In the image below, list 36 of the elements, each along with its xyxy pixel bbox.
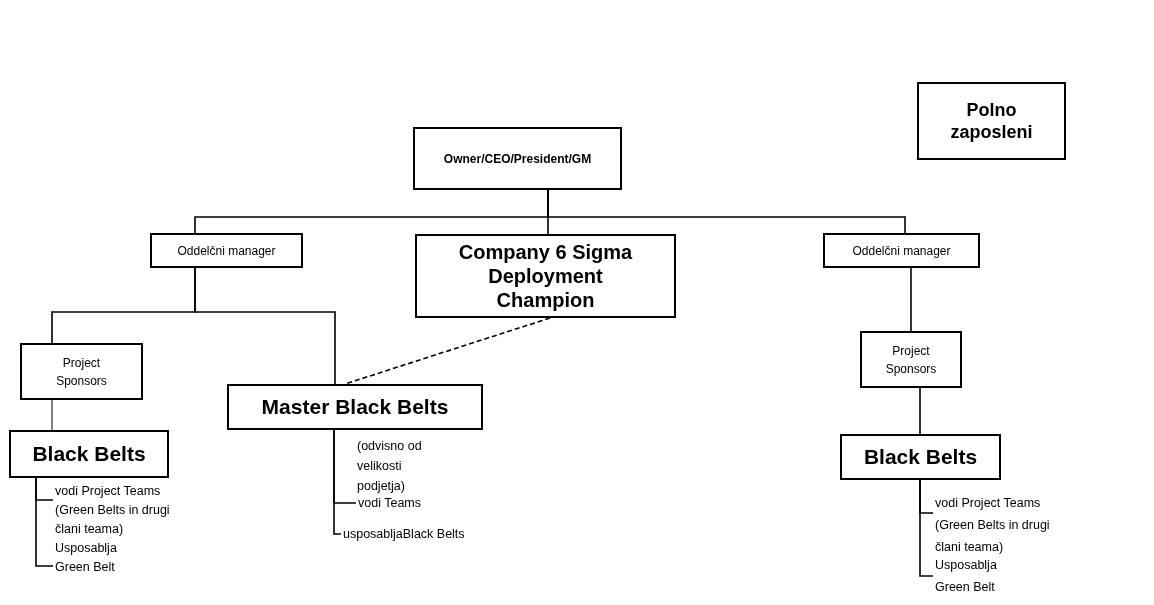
connector-line <box>333 429 342 535</box>
duty-text: Usposablja Green Belt <box>935 557 998 596</box>
org-box <box>9 430 169 478</box>
org-box <box>840 434 1001 480</box>
box-label: Project Sponsors <box>884 342 938 378</box>
duty-text: usposabljaBlack Belts <box>343 526 465 543</box>
box-label: Polno zaposleni <box>949 99 1034 143</box>
box-label: Black Belts <box>863 445 978 469</box>
connector-line <box>194 267 336 385</box>
org-box <box>20 343 143 400</box>
connector-line <box>910 267 912 332</box>
connector-line <box>547 189 906 234</box>
box-label: Oddelčni manager <box>852 242 951 259</box>
duty-text: vodi Project Teams (Green Belts in drugi člani teama) <box>55 483 171 538</box>
duty-text: vodi Teams <box>358 495 421 512</box>
duty-text: vodi Project Teams (Green Belts in drugi člani teama) <box>935 495 1051 556</box>
box-label: Project Sponsors <box>55 354 108 390</box>
box-label: Black Belts <box>32 442 146 466</box>
org-box <box>227 384 483 430</box>
connector-line <box>51 399 53 431</box>
org-box <box>823 233 980 268</box>
box-label: Oddelčni manager <box>177 242 276 259</box>
box-label: Master Black Belts <box>261 395 449 419</box>
connector-line <box>919 387 921 435</box>
dashed-connector <box>344 317 551 385</box>
org-box <box>413 127 622 190</box>
duty-text: Usposablja Green Belt <box>55 540 118 576</box>
org-box <box>917 82 1066 160</box>
box-label: Owner/CEO/President/GM <box>443 150 592 167</box>
connector-line <box>35 477 54 567</box>
org-box <box>415 234 676 318</box>
box-label: Company 6 Sigma Deployment Champion <box>457 240 634 312</box>
note-text: (odvisno od velikosti podjetja) <box>357 438 423 495</box>
connector-line <box>919 479 934 577</box>
org-box <box>150 233 303 268</box>
org-box <box>860 331 962 388</box>
